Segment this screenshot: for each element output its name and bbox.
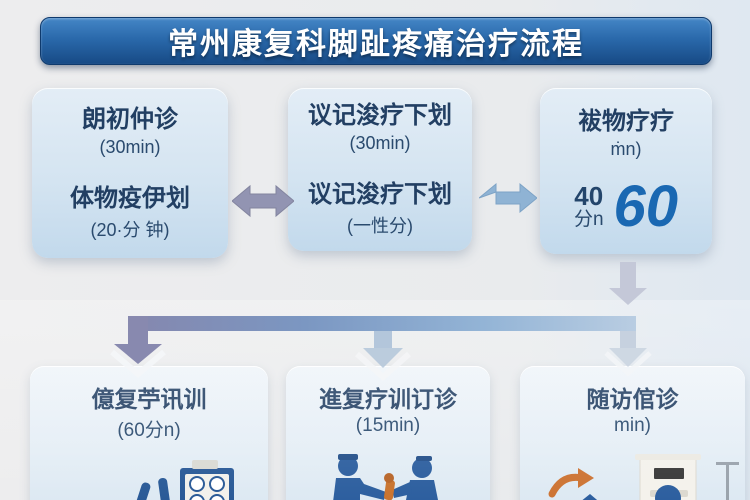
patient-on-treatment-table-icon bbox=[134, 460, 234, 500]
flow-box-treatment-plan[interactable]: 议记浚疗下划 (30min) 议记浚疗下划 (一性分) bbox=[288, 88, 472, 251]
flow-box-physical-therapy[interactable]: 袚物疗疗 ṁn) 40 分n 60 bbox=[540, 88, 712, 254]
box3-minutes-label: 分n bbox=[573, 209, 604, 231]
box6-subtitle: min) bbox=[614, 415, 651, 436]
box4-subtitle: (60分n) bbox=[117, 420, 181, 441]
title-bar: 常州康复科脚趾疼痛治疗流程 bbox=[40, 17, 712, 65]
flow-box-initial-assessment[interactable]: 朗初仲诊 (30min) 体物疫伊划 (20·分 钟) bbox=[32, 88, 228, 258]
reclining-patient-icon bbox=[548, 454, 739, 500]
box5-subtitle: (15min) bbox=[355, 415, 421, 436]
box3-line2: ṁn) bbox=[610, 138, 642, 159]
double-arrow-blue-icon bbox=[479, 182, 537, 214]
box1-line3: 体物疫伊划 bbox=[70, 184, 190, 212]
page-title: 常州康复科脚趾疼痛治疗流程 bbox=[168, 28, 584, 61]
down-arrow-from-box3-icon bbox=[609, 262, 647, 305]
box1-line1: 朗初仲诊 bbox=[82, 105, 178, 133]
flow-box-training-guidance[interactable]: 進复疗训订诊 (15min) bbox=[286, 366, 490, 500]
box2-line4: (一性分) bbox=[347, 216, 413, 236]
box3-duration: 40 分n 60 bbox=[573, 173, 679, 239]
two-figures-icon bbox=[333, 454, 438, 500]
box4-title: 億复苧讯训 bbox=[91, 386, 207, 412]
box3-duration-small: 40 分n bbox=[573, 180, 604, 231]
box3-line1: 袚物疗疗 bbox=[578, 107, 674, 135]
box1-line2: (30min) bbox=[99, 136, 161, 157]
box1-line4: (20·分 钟) bbox=[90, 219, 170, 240]
connector-bar bbox=[128, 316, 636, 331]
box6-title: 随访倌诊 bbox=[586, 386, 679, 412]
box2-line1: 议记浚疗下划 bbox=[308, 102, 452, 129]
box3-number-60: 60 bbox=[613, 173, 679, 239]
box2-line2: (30min) bbox=[349, 133, 411, 153]
double-arrow-purple-icon bbox=[232, 184, 294, 218]
box5-title: 進复疗训订诊 bbox=[319, 386, 457, 412]
flow-box-follow-up[interactable]: 随访倌诊 min) bbox=[520, 366, 745, 500]
box2-line3: 议记浚疗下划 bbox=[308, 181, 452, 208]
flow-box-rehab-training[interactable]: 億复苧讯训 (60分n) bbox=[30, 366, 268, 500]
box3-number-40: 40 bbox=[574, 180, 604, 211]
